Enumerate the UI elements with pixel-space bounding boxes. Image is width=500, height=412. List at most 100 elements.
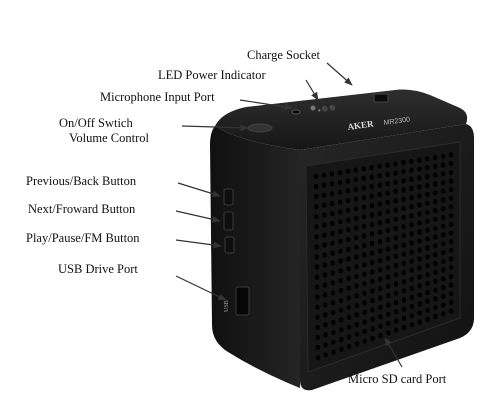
label-play-pause-fm: Play/Pause/FM Button <box>26 231 140 245</box>
grille-hole <box>417 247 422 253</box>
grille-hole <box>386 302 391 308</box>
grille-hole <box>393 216 398 222</box>
grille-hole <box>330 230 335 236</box>
grille-frame <box>305 141 461 373</box>
grille-hole <box>393 272 399 278</box>
grille-hole <box>441 249 446 256</box>
grille-hole <box>385 274 391 280</box>
grille-hole <box>425 200 430 206</box>
grille-hole <box>393 299 399 306</box>
grille-hole <box>401 178 406 184</box>
grille-hole <box>409 231 414 237</box>
grille-hole <box>322 232 327 238</box>
grille-hole <box>425 236 430 242</box>
grille-hole <box>369 202 375 209</box>
grille-hole <box>370 250 375 256</box>
grille-hole <box>409 240 414 246</box>
grille-hole <box>425 218 430 224</box>
label-next-forward: Next/Froward Button <box>28 202 136 216</box>
grille-hole <box>432 154 438 161</box>
grille-hole <box>330 220 335 226</box>
grille-hole <box>346 295 351 301</box>
grille-hole <box>361 185 366 191</box>
play-button <box>224 236 235 254</box>
grille-hole <box>338 287 344 294</box>
arrow-icon <box>181 124 249 132</box>
grille-hole <box>448 213 454 219</box>
label-prev-back: Previous/Back Button <box>26 174 137 188</box>
grille-hole <box>386 311 391 317</box>
grille-hole <box>353 177 358 183</box>
grille-hole <box>425 165 430 171</box>
grille-hole <box>417 310 422 316</box>
grille-hole <box>401 306 407 312</box>
grille-hole <box>409 222 414 228</box>
grille-hole <box>354 331 360 337</box>
grille-hole <box>369 184 374 190</box>
grille-hole <box>448 273 454 279</box>
grille-hole <box>385 237 391 243</box>
grille-hole <box>425 316 430 322</box>
grille-hole <box>433 163 438 169</box>
grille-hole <box>377 239 383 245</box>
grille-hole <box>378 295 383 301</box>
grille-hole <box>409 204 414 210</box>
grille-hole <box>338 219 343 225</box>
grille-hole <box>369 174 374 180</box>
grille-hole <box>417 229 422 235</box>
grille-hole <box>315 294 320 300</box>
grille-hole <box>315 314 320 320</box>
grille-hole <box>433 278 438 284</box>
grille-hole <box>369 231 375 237</box>
grille-hole <box>409 258 414 264</box>
grille-hole <box>401 324 407 331</box>
grille-hole <box>440 214 446 221</box>
grille-hole <box>394 318 399 324</box>
grille-hole <box>331 349 336 355</box>
grille-hole <box>393 253 399 259</box>
grille-hole <box>313 173 319 179</box>
grille-hole <box>315 304 320 310</box>
grille-hole <box>354 322 360 328</box>
grille-hole <box>385 162 390 168</box>
grille-hole <box>362 262 367 268</box>
grille-hole <box>377 163 382 169</box>
label-onoff: On/Off Swtich <box>59 116 133 130</box>
grille-hole <box>417 301 422 307</box>
grille-hole <box>346 324 352 330</box>
grille-hole <box>354 254 359 260</box>
grille-hole <box>385 246 391 252</box>
grille-hole <box>362 309 367 315</box>
grille-hole <box>440 197 446 203</box>
grille-hole <box>337 170 342 176</box>
grille-hole <box>323 322 328 328</box>
grille-hole <box>401 269 406 276</box>
grille-hole <box>345 178 351 184</box>
grille-hole <box>409 313 415 319</box>
grille-hole <box>370 269 375 275</box>
grille-hole <box>433 252 438 258</box>
grille-hole <box>393 161 398 167</box>
grille-hole <box>433 190 438 196</box>
grille-hole <box>361 223 367 229</box>
grille-hole <box>385 199 390 205</box>
grille-hole <box>385 171 390 177</box>
grille-hole <box>417 166 422 172</box>
grille-hole <box>321 172 327 178</box>
grille-hole <box>393 225 398 232</box>
grille-hole <box>346 334 352 340</box>
grille-hole <box>338 268 343 274</box>
grille-hole <box>369 165 374 171</box>
grille-hole <box>433 216 438 222</box>
brand-text: AKER <box>347 118 375 132</box>
grille-hole <box>330 280 336 286</box>
arrow-icon <box>175 210 221 223</box>
grille-hole <box>441 232 446 238</box>
grille-hole <box>385 181 390 187</box>
grille-hole <box>354 244 359 250</box>
grille-hole <box>401 315 407 321</box>
usb-port-icon <box>235 286 250 316</box>
grille-hole <box>315 334 320 341</box>
grille-hole <box>322 272 328 278</box>
